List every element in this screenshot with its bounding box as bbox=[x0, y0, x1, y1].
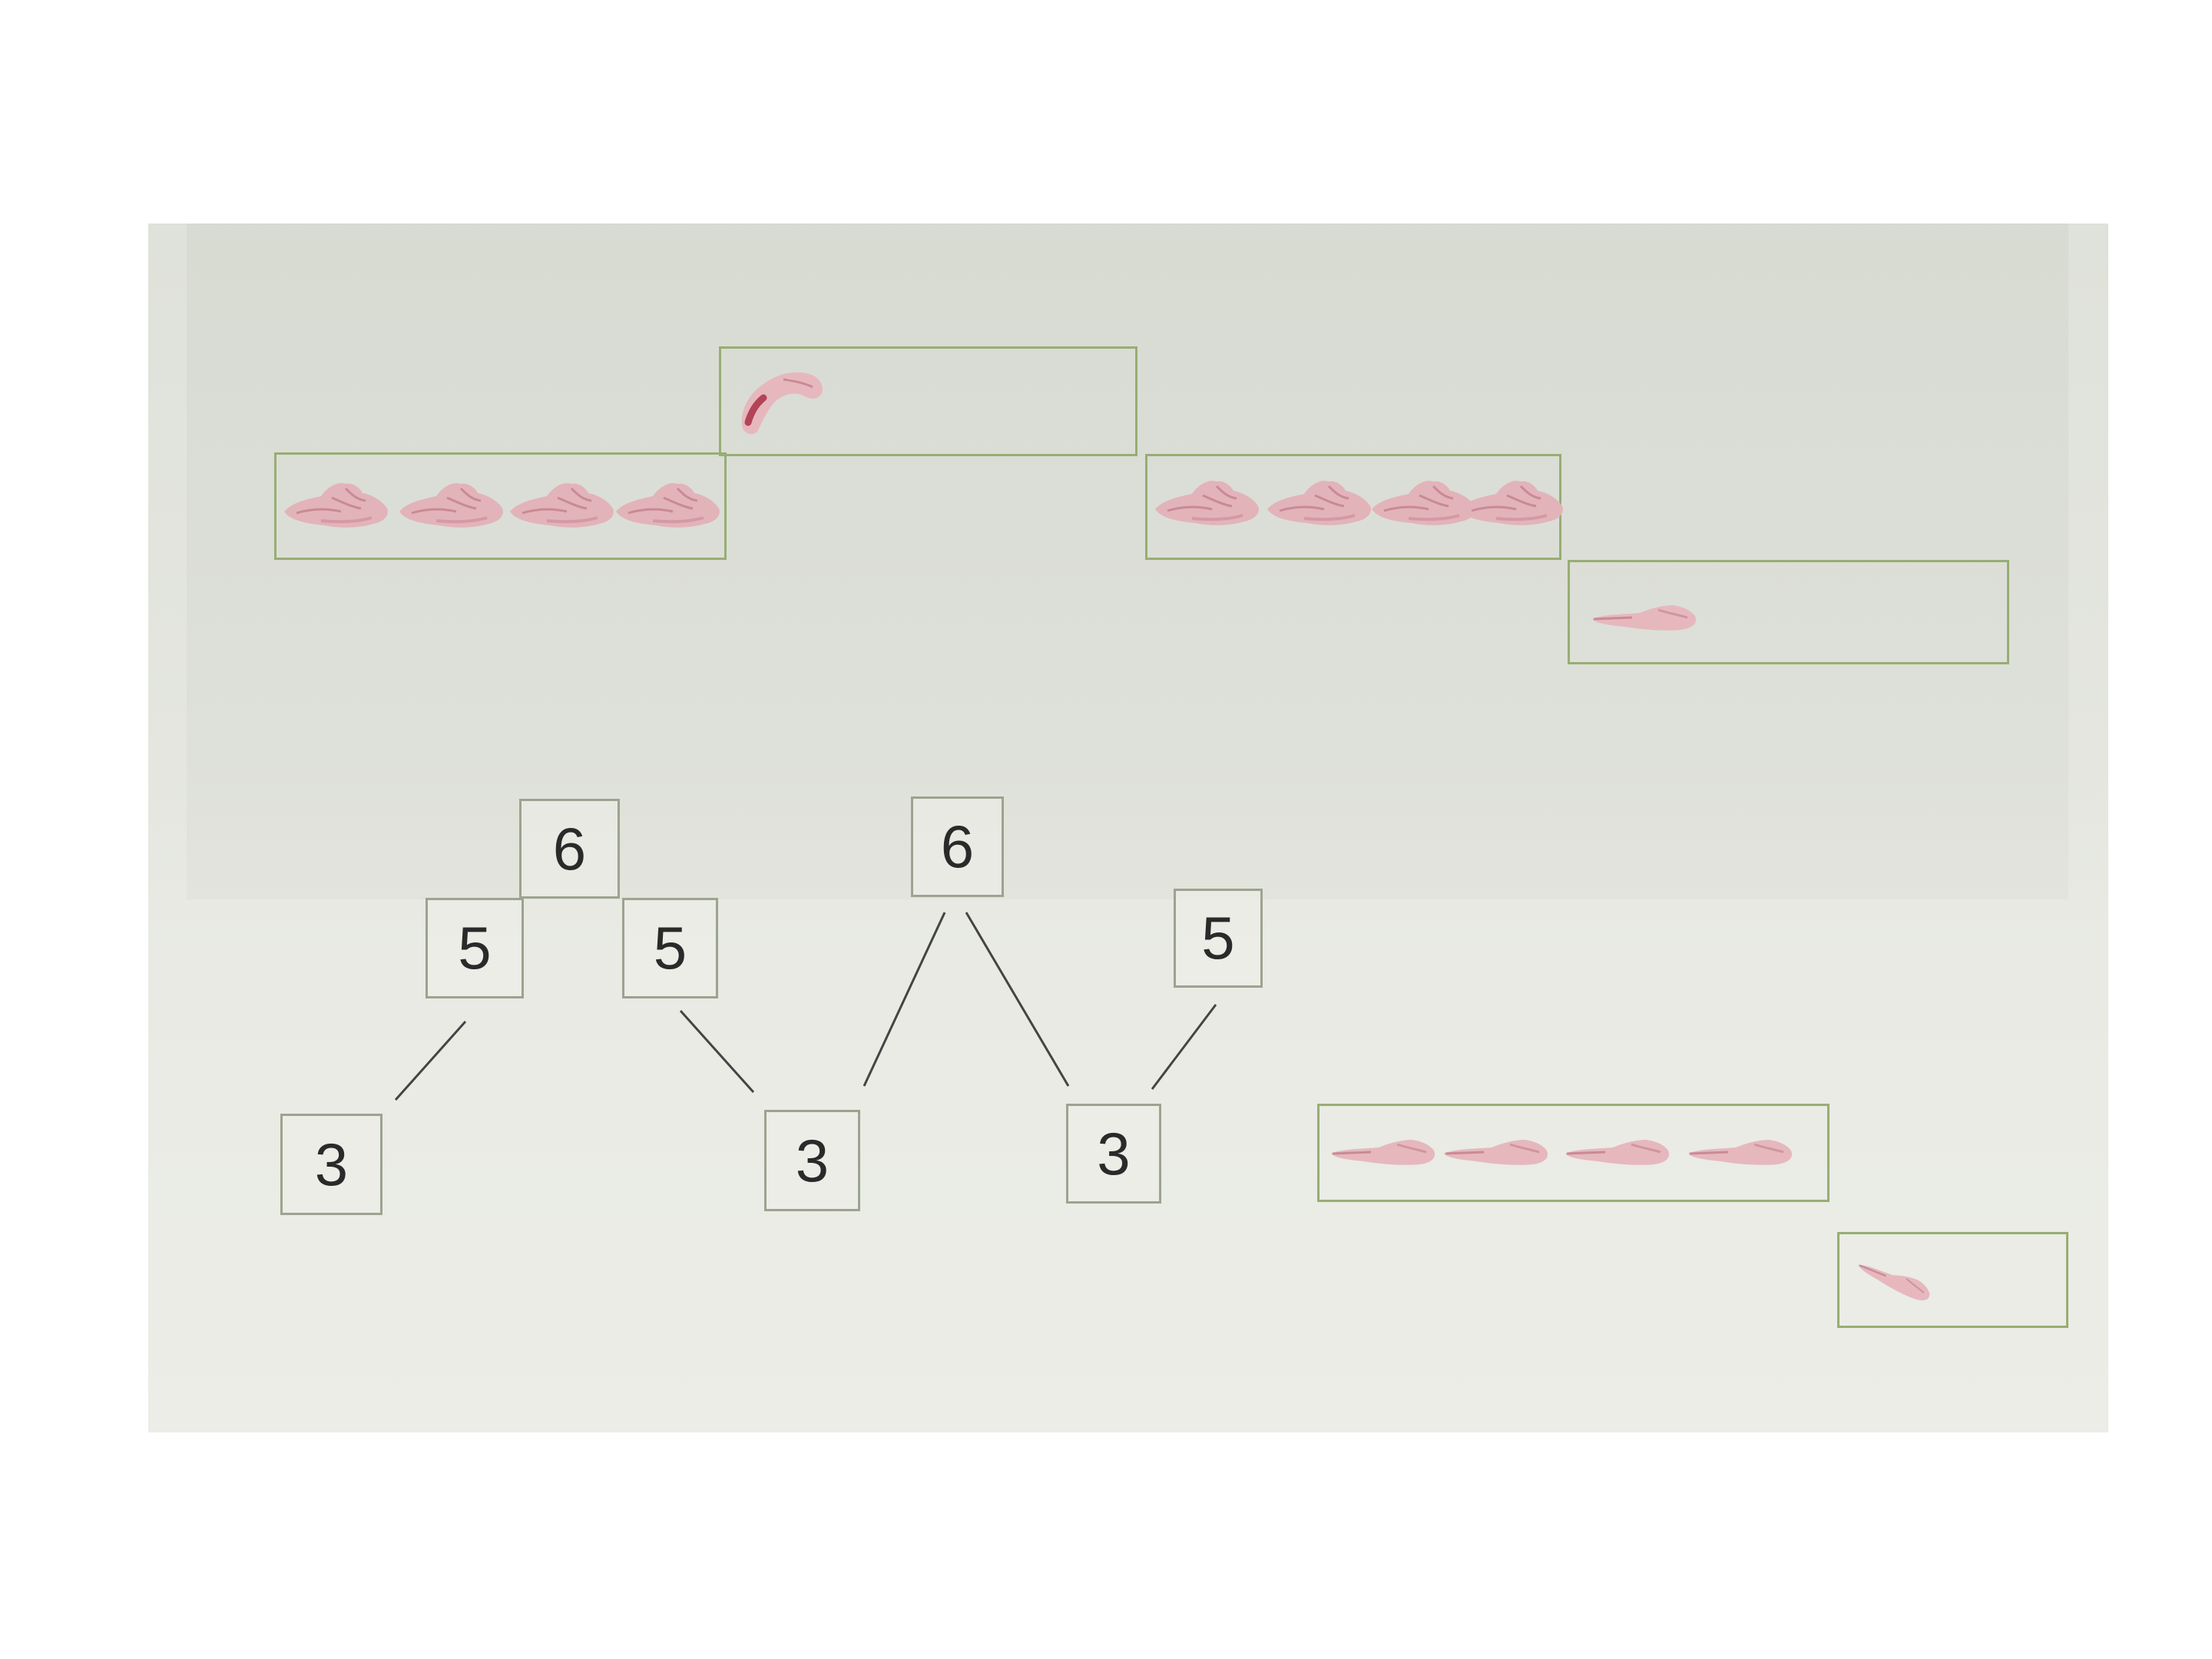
left-tree-top-box: 6 bbox=[519, 799, 620, 899]
lower-right-row-box bbox=[1317, 1104, 1830, 1202]
right-tree-bottom-box: 3 bbox=[1066, 1104, 1161, 1204]
upper-right-row-box bbox=[1145, 454, 1561, 560]
upper-lower-box bbox=[1568, 560, 2009, 664]
right-tree-side-box: 5 bbox=[1174, 889, 1263, 988]
left-tree-bottom-left-box: 3 bbox=[280, 1114, 382, 1215]
lower-right-single-box bbox=[1837, 1232, 2068, 1328]
left-tree-bottom-right-box: 3 bbox=[764, 1110, 860, 1211]
upper-left-row-box bbox=[274, 452, 727, 560]
left-tree-right-middle-box: 5 bbox=[622, 898, 718, 998]
upper-middle-box bbox=[719, 346, 1137, 456]
left-tree-left-middle-box: 5 bbox=[426, 898, 524, 998]
right-tree-top-box: 6 bbox=[911, 796, 1004, 897]
